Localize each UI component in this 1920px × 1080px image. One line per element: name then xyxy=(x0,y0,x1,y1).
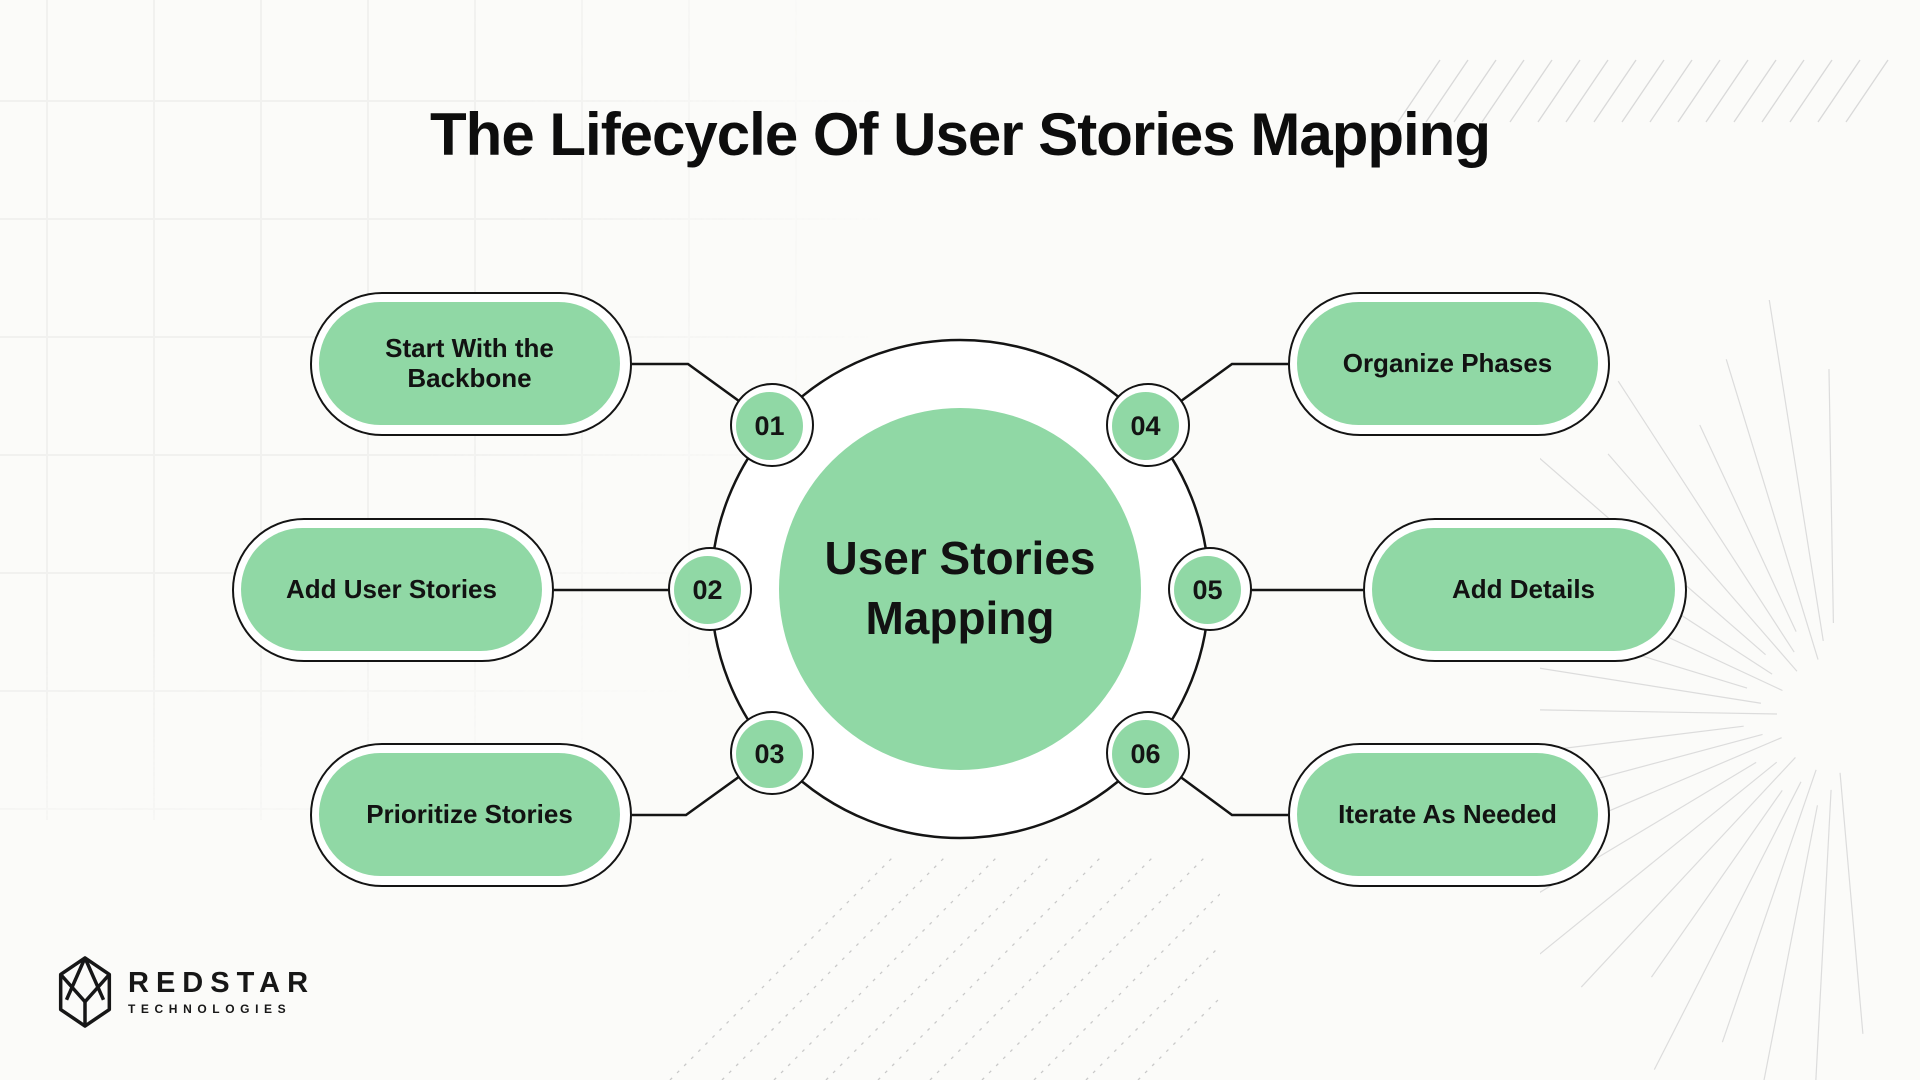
node-fill: 04 xyxy=(1112,392,1179,460)
pill-fill: Add User Stories xyxy=(241,528,542,651)
node-fill: 05 xyxy=(1174,556,1241,624)
brand-subtitle: TECHNOLOGIES xyxy=(128,1001,292,1016)
brand-name: REDSTAR xyxy=(128,967,316,1000)
hub-circle: User Stories Mapping xyxy=(779,408,1141,770)
pill-organize-phases: Organize Phases xyxy=(1288,292,1610,436)
page-title: The Lifecycle Of User Stories Mapping xyxy=(430,101,1491,168)
node-fill: 01 xyxy=(736,392,803,460)
pill-fill: Prioritize Stories xyxy=(319,753,620,876)
node-step-02: 02 xyxy=(668,547,752,631)
node-step-03: 03 xyxy=(730,711,814,795)
node-step-05: 05 xyxy=(1168,547,1252,631)
node-fill: 02 xyxy=(674,556,741,624)
pill-fill: Organize Phases xyxy=(1297,302,1598,425)
pill-add-user-stories: Add User Stories xyxy=(232,518,554,662)
step-label: Iterate As Needed xyxy=(1338,798,1557,829)
step-label: Organize Phases xyxy=(1342,347,1553,378)
step-label: Start With the Backbone xyxy=(385,332,554,393)
step-number: 02 xyxy=(692,574,723,605)
pill-fill: Add Details xyxy=(1372,528,1675,651)
step-number: 05 xyxy=(1192,574,1223,605)
hub-title-line2: Mapping xyxy=(865,592,1055,644)
pill-add-details: Add Details xyxy=(1363,518,1687,662)
node-step-01: 01 xyxy=(730,383,814,467)
pill-fill: Iterate As Needed xyxy=(1297,753,1598,876)
hub-title-line1: User Stories xyxy=(824,532,1096,585)
pill-prioritize-stories: Prioritize Stories xyxy=(310,743,632,887)
pill-start-with-the-backbone: Start With the Backbone xyxy=(310,292,632,436)
brand-logo: REDSTAR TECHNOLOGIES xyxy=(58,956,315,1028)
step-label: Add User Stories xyxy=(286,573,497,604)
step-label: Add Details xyxy=(1451,573,1596,604)
node-step-04: 04 xyxy=(1106,383,1190,467)
node-step-06: 06 xyxy=(1106,711,1190,795)
pill-fill: Start With the Backbone xyxy=(319,302,620,425)
step-number: 03 xyxy=(754,738,785,769)
step-label: Prioritize Stories xyxy=(366,798,573,829)
step-number: 04 xyxy=(1130,410,1161,441)
pill-iterate-as-needed: Iterate As Needed xyxy=(1288,743,1610,887)
step-number: 06 xyxy=(1130,738,1161,769)
step-number: 01 xyxy=(754,410,785,441)
gem-logo-icon xyxy=(58,956,112,1028)
node-fill: 06 xyxy=(1112,720,1179,788)
node-fill: 03 xyxy=(736,720,803,788)
